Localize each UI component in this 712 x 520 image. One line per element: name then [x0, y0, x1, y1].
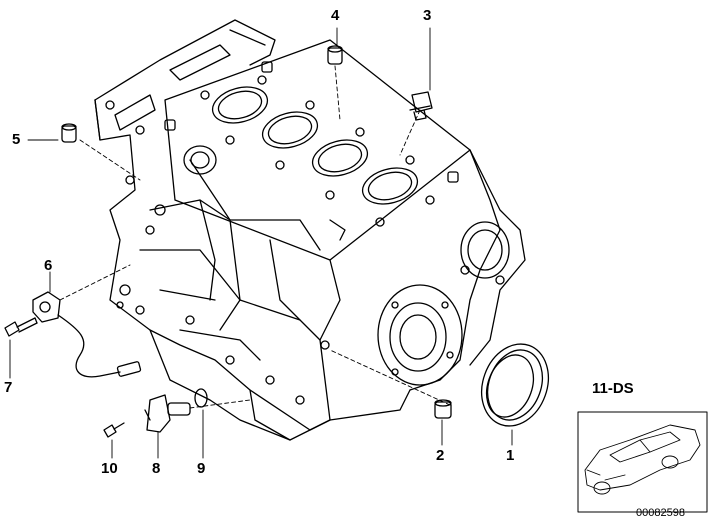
- reference-number: 00082598: [636, 507, 685, 519]
- rear-seal-ring-icon: [481, 343, 549, 427]
- callout-1: 1: [506, 447, 515, 464]
- model-tag: 11-DS: [592, 380, 634, 397]
- callout-9: 9: [197, 460, 206, 477]
- callout-5: 5: [12, 131, 21, 148]
- callout-8: 8: [152, 460, 161, 477]
- engine-block-icon: [94, 19, 526, 441]
- bolt-icon: [4, 317, 38, 337]
- bushing-icon: [434, 399, 452, 419]
- callout-6: 6: [44, 257, 53, 274]
- model-thumbnail: [577, 411, 708, 513]
- crankshaft-sensor-icon: [144, 394, 191, 433]
- callout-7: 7: [4, 379, 13, 396]
- plug-screw-icon: [409, 91, 433, 121]
- leader-lines: [9, 27, 513, 459]
- car-icon: [584, 424, 701, 495]
- callout-10: 10: [101, 460, 118, 477]
- o-ring-icon: [194, 388, 208, 408]
- callout-3: 3: [423, 7, 432, 24]
- screw-icon: [103, 422, 125, 438]
- sleeve-icon: [61, 123, 77, 143]
- callout-2: 2: [436, 447, 445, 464]
- dowel-sleeve-icon: [327, 45, 343, 65]
- knock-sensor-icon: [32, 291, 142, 378]
- callout-4: 4: [331, 7, 340, 24]
